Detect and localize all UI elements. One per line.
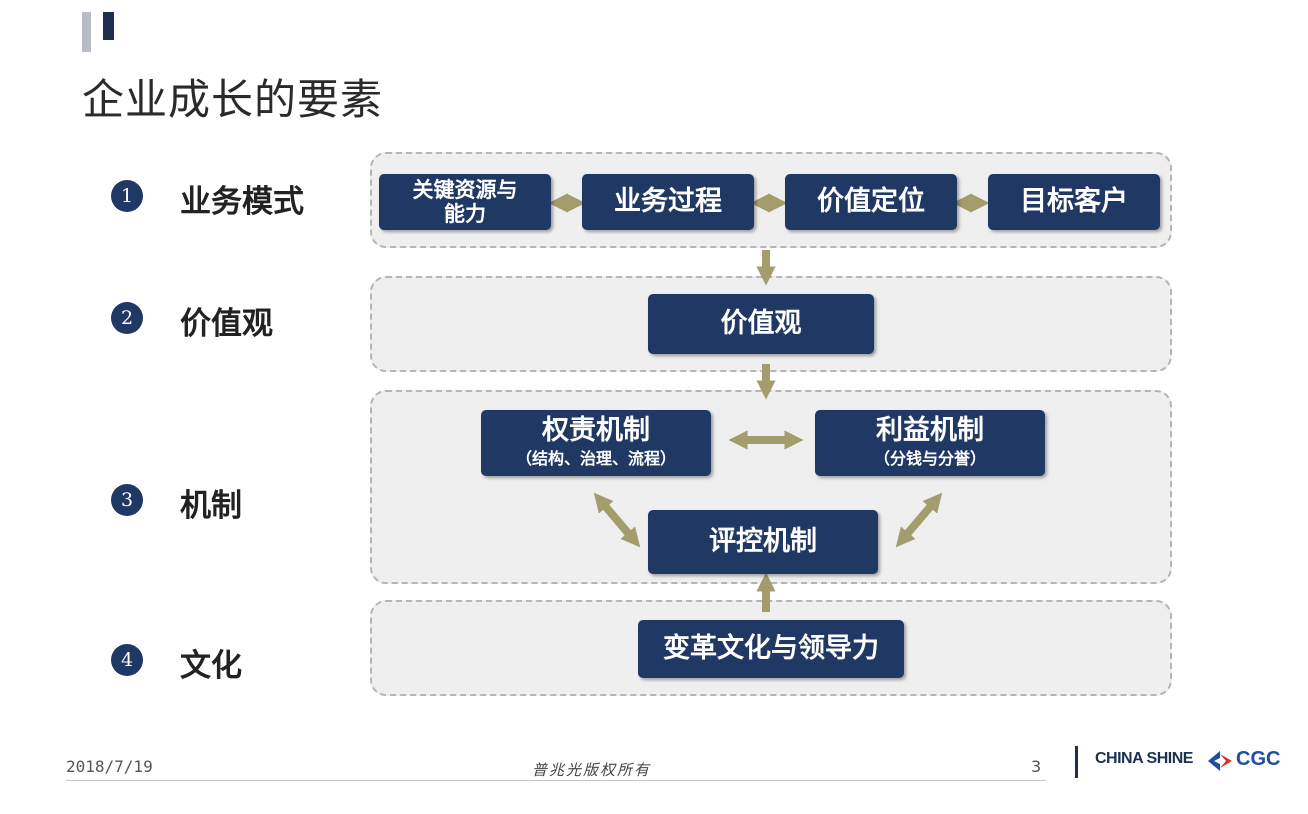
level-3-label: 机制: [180, 488, 242, 524]
box-rights-mechanism: 权责机制 （结构、治理、流程）: [481, 410, 711, 476]
box-evaluation-label: 评控机制: [709, 526, 817, 557]
box-value-proposition-label: 价值定位: [817, 186, 925, 217]
level-2-number: 2: [111, 302, 143, 334]
footer-divider: [66, 780, 1046, 781]
arrow-benefits-evaluation: [895, 492, 943, 548]
box-values: 价值观: [648, 294, 874, 354]
box-benefits-title: 利益机制: [876, 415, 984, 446]
box-benefits-subtitle: （分钱与分誉）: [873, 449, 986, 468]
footer-copyright: 普兆光版权所有: [532, 761, 652, 779]
level-1-number: 1: [111, 180, 143, 212]
cgc-logo: CGC: [1236, 748, 1281, 770]
level-1-label: 业务模式: [180, 184, 304, 220]
level-4-label: 文化: [180, 648, 242, 684]
footer-date: 2018/7/19: [66, 757, 153, 776]
footer-brand-divider: [1075, 746, 1078, 778]
box-culture-leadership: 变革文化与领导力: [638, 620, 904, 678]
box-business-process: 业务过程: [582, 174, 754, 230]
box-rights-subtitle: （结构、治理、流程）: [515, 449, 676, 468]
arrow-rights-evaluation: [593, 492, 641, 548]
box-key-resources: 关键资源与 能力: [379, 174, 551, 230]
page-number: 3: [1031, 757, 1042, 776]
china-shine-logo: CHINA SHINE: [1095, 750, 1193, 767]
box-culture-label: 变革文化与领导力: [663, 633, 879, 664]
culture-panel: [370, 600, 1172, 696]
box-rights-title: 权责机制: [542, 415, 650, 446]
cgc-logo-icon: [1208, 751, 1232, 771]
box-target-customers-label: 目标客户: [1020, 186, 1128, 217]
box-target-customers: 目标客户: [988, 174, 1160, 230]
title-accent-light: [82, 12, 91, 52]
level-4-number: 4: [111, 644, 143, 676]
box-evaluation-mechanism: 评控机制: [648, 510, 878, 574]
box-benefits-mechanism: 利益机制 （分钱与分誉）: [815, 410, 1045, 476]
box-values-label: 价值观: [720, 308, 802, 339]
level-2-label: 价值观: [180, 306, 273, 342]
level-3-number: 3: [111, 484, 143, 516]
box-business-process-label: 业务过程: [614, 186, 722, 217]
page-title: 企业成长的要素: [82, 75, 384, 124]
box-key-resources-label: 关键资源与 能力: [412, 178, 518, 226]
box-value-proposition: 价值定位: [785, 174, 957, 230]
title-accent-dark: [103, 12, 114, 40]
